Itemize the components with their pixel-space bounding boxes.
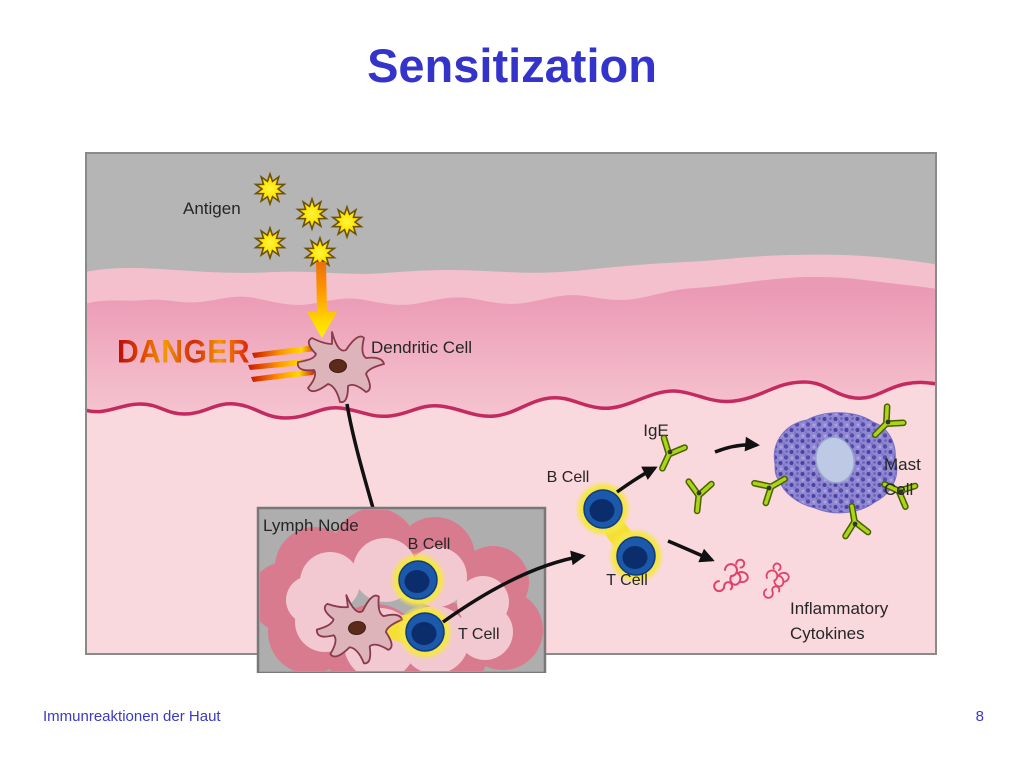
footer-title: Immunreaktionen der Haut bbox=[43, 708, 221, 725]
basement-membrane-line bbox=[87, 380, 935, 420]
arrow-ige-to-mast bbox=[714, 436, 760, 454]
mast-cell: Mast Cell bbox=[754, 407, 921, 536]
dendritic-cell-label: Dendritic Cell bbox=[371, 338, 472, 357]
t-cell-node-label: T Cell bbox=[458, 626, 500, 643]
mast-cell-label-1: Mast bbox=[884, 455, 921, 474]
mast-cell-label-2: Cell bbox=[884, 480, 913, 499]
antigen-group: Antigen bbox=[183, 173, 363, 338]
arrow-node-to-cells bbox=[441, 550, 586, 624]
page-number: 8 bbox=[975, 708, 984, 725]
sensitization-diagram: Antigen Dendritic Cell bbox=[85, 152, 937, 673]
cytokines-label-1: Inflammatory bbox=[790, 599, 889, 618]
cytokines-label-2: Cytokines bbox=[790, 624, 865, 643]
diagram-panel: Antigen Dendritic Cell bbox=[85, 152, 937, 673]
ige-group: IgE bbox=[643, 421, 711, 512]
t-cell-in-node bbox=[396, 603, 454, 661]
b-cell-node-label: B Cell bbox=[408, 536, 451, 553]
arrow-bcell-to-ige bbox=[615, 466, 658, 494]
mast-cell-nucleus bbox=[815, 436, 855, 484]
lymph-node-box-border bbox=[256, 506, 547, 673]
b-cell-label: B Cell bbox=[547, 469, 590, 486]
activated-cell-pair: B Cell T Cell bbox=[547, 469, 665, 589]
danger-text: DANGER bbox=[117, 335, 277, 372]
lymph-node-box: Lymph Node B Cell T Cell bbox=[256, 506, 547, 673]
arrow-tcell-to-cytokines bbox=[667, 539, 715, 563]
slide-title: Sensitization bbox=[367, 39, 657, 92]
lymph-node-label: Lymph Node bbox=[263, 516, 359, 535]
b-cell-in-node bbox=[389, 551, 447, 609]
antigen-label: Antigen bbox=[183, 199, 241, 218]
cytokines-group: Inflammatory Cytokines bbox=[712, 554, 889, 643]
antigen-entry-arrow bbox=[307, 262, 337, 338]
t-cell-label: T Cell bbox=[606, 572, 648, 589]
